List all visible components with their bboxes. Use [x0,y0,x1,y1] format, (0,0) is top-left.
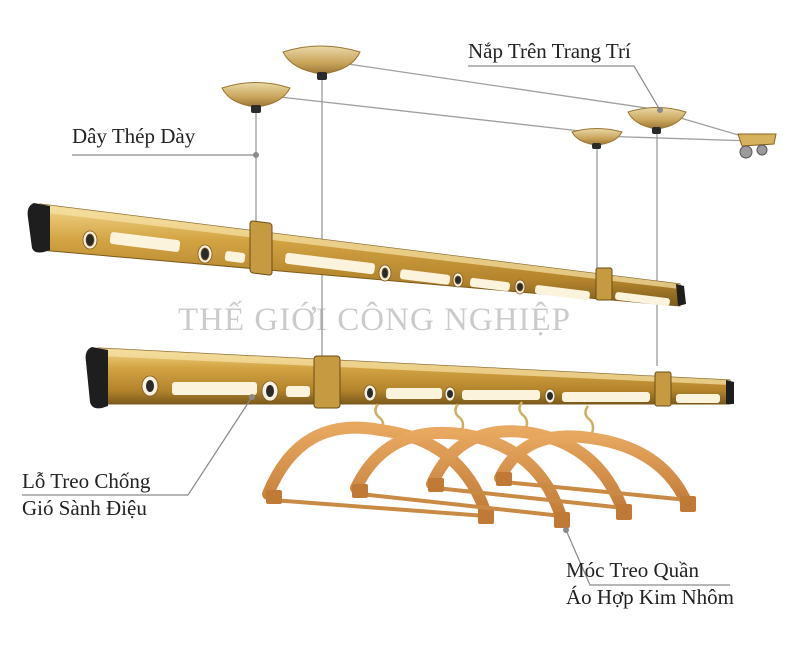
leader-hole [22,396,253,496]
label-top-cap-text: Nắp Trên Trang Trí [468,39,631,63]
label-top-cap: Nắp Trên Trang Trí [468,38,631,65]
pulley-box [737,133,777,159]
label-steel-wire-text: Dây Thép Dày [72,124,196,148]
ceiling-wires [279,63,753,142]
top-cap-1 [282,45,361,80]
upper-rail [27,203,686,307]
hangers [262,401,696,528]
hanger-3 [426,401,632,520]
label-steel-wire: Dây Thép Dày [72,123,195,150]
label-hanger-hooks: Móc Treo Quần Áo Hợp Kim Nhôm [566,557,734,611]
label-hanging-holes-line2: Gió Sành Điệu [22,496,147,520]
top-cap-2 [221,82,291,113]
watermark: THẾ GIỚI CÔNG NGHIỆP [178,302,572,338]
leader-top-cap [468,65,661,111]
label-hanging-holes: Lỗ Treo Chống Gió Sành Điệu [22,468,150,522]
label-hanger-hooks-line1: Móc Treo Quần [566,558,700,582]
label-hanger-hooks-line2: Áo Hợp Kim Nhôm [566,585,735,609]
hanger-1 [262,403,494,524]
lower-rail [85,347,734,409]
hanger-4 [494,405,696,512]
leader-lines [22,65,730,586]
label-hanging-holes-line1: Lỗ Treo Chống [22,469,151,493]
top-cap-4 [571,128,623,149]
top-cap-3 [627,107,687,134]
vertical-wires [255,80,658,366]
leader-dots [249,107,663,533]
leader-hook [565,529,730,586]
hanger-2 [350,403,570,528]
